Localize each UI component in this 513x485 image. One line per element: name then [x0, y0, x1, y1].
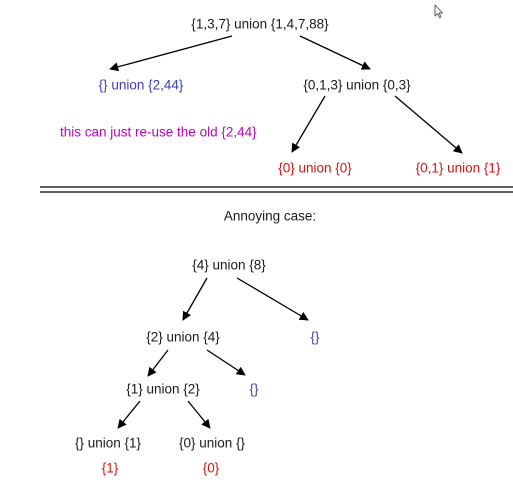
bottom-l3-result: {1}: [101, 460, 119, 476]
bottom-r1-node: {}: [310, 329, 320, 345]
bottom-l2-node: {1} union {2}: [126, 381, 200, 397]
bottom-root-node: {4} union {8}: [192, 257, 266, 273]
arrow-b-l1-to-l2: [147, 349, 169, 377]
arrow-right-to-right-left: [291, 95, 326, 153]
arrow-b-l2-to-l3: [117, 400, 141, 429]
arrow-root-to-right: [299, 35, 371, 70]
top-right-node: {0,1,3} union {0,3}: [303, 77, 411, 93]
arrow-b-l2-to-r3: [187, 400, 211, 429]
bottom-r3-result: {0}: [202, 460, 220, 476]
arrow-right-to-right-right: [394, 95, 463, 154]
bottom-r3-node: {0} union {}: [178, 435, 246, 451]
arrow-b-root-to-r1: [236, 277, 309, 321]
bottom-l1-node: {2} union {4}: [146, 329, 220, 345]
bottom-r2-node: {}: [249, 381, 259, 397]
top-root-node: {1,3,7} union {1,4,7,88}: [191, 16, 329, 32]
mouse-pointer-icon: [434, 4, 443, 18]
arrow-root-to-left: [109, 35, 233, 72]
section-title: Annoying case:: [223, 208, 317, 224]
reuse-note: this can just re-use the old {2,44}: [60, 124, 257, 140]
arrow-b-root-to-l1: [182, 277, 208, 321]
top-left-node: {} union {2,44}: [98, 77, 184, 93]
arrow-b-l1-to-r2: [206, 349, 246, 376]
top-right-right-node: {0,1} union {1}: [415, 160, 501, 176]
top-right-left-node: {0} union {0}: [278, 160, 352, 176]
bottom-l3-node: {} union {1}: [74, 435, 142, 451]
